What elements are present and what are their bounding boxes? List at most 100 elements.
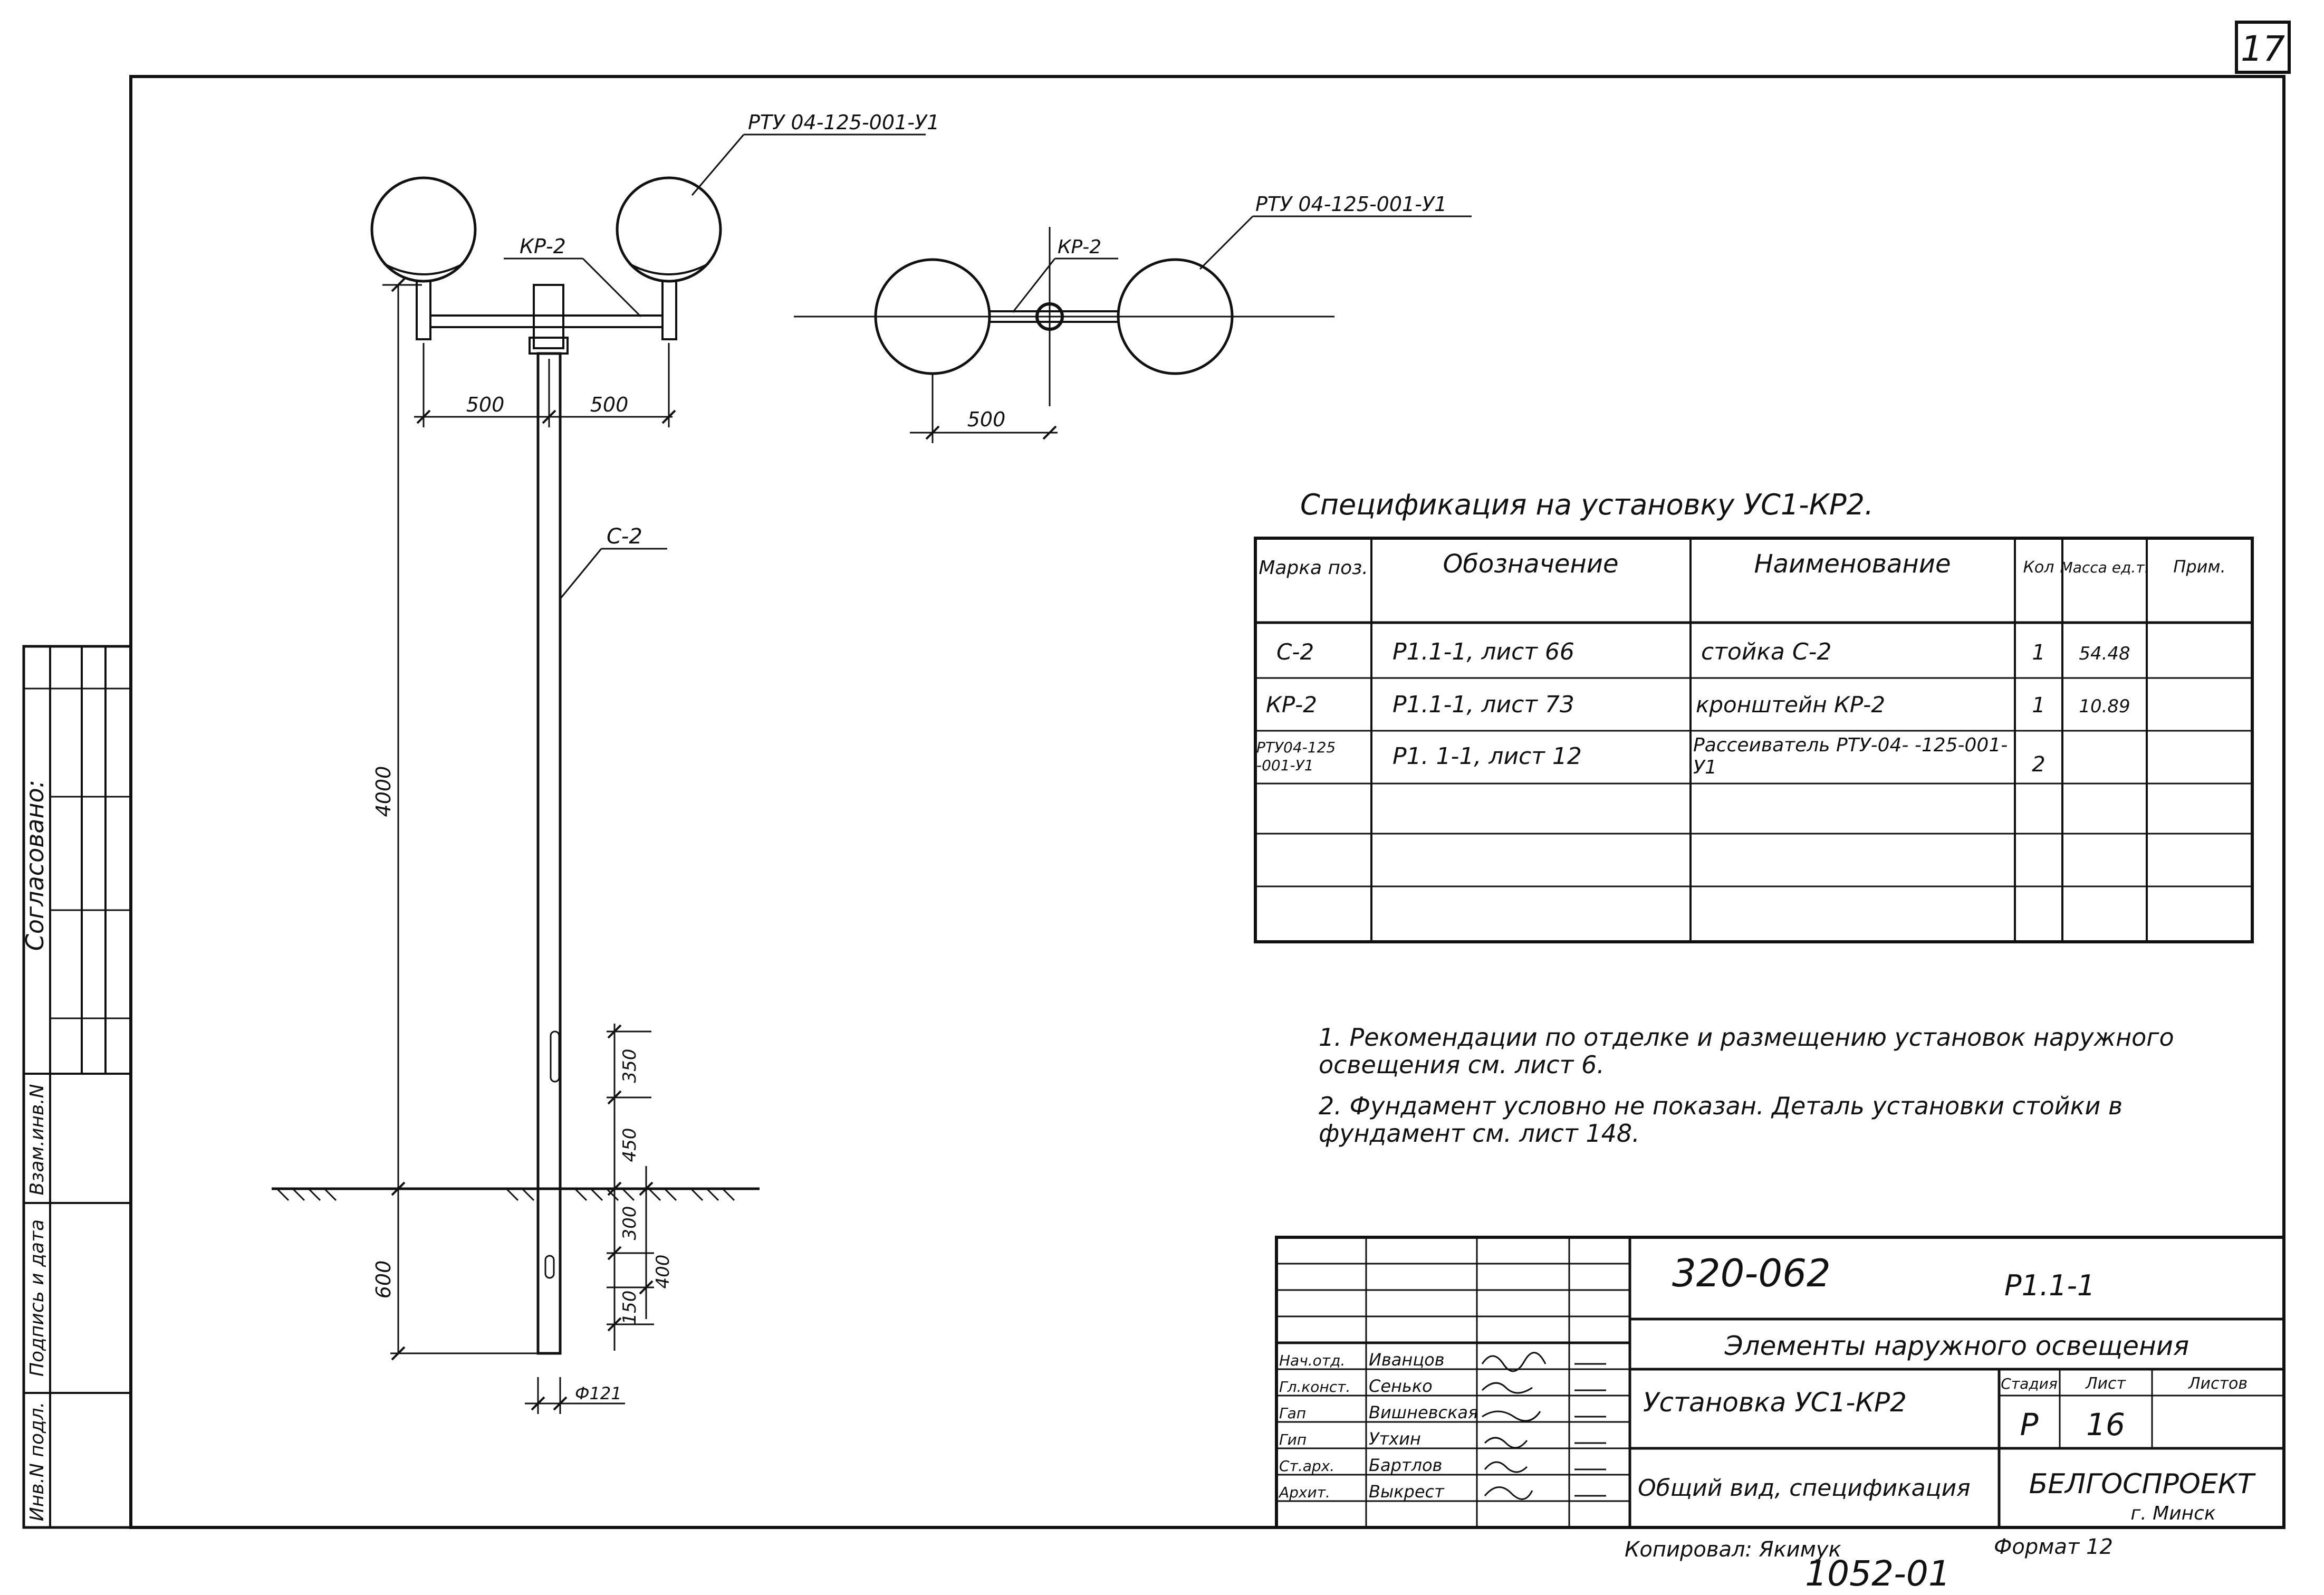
sheet-name: Установка УС1-КР2 — [1643, 1387, 1907, 1418]
spec-header-name: Наименование — [1754, 549, 1951, 579]
bracket-hub — [533, 284, 564, 349]
footer: Копировал: Якимук Формат 12 1052-01 — [1625, 1535, 2113, 1594]
doc-code: 320-062 — [1672, 1251, 1831, 1295]
spec-header-qty: Кол — [2023, 558, 2054, 577]
staff-role: Нач.отд. — [1279, 1352, 1345, 1369]
staff-row: Ст.арх. Бартлов — [1279, 1455, 1442, 1475]
staff-role: Гип — [1279, 1431, 1307, 1448]
spec-cell: РТУ04-125 -001-У1 — [1256, 739, 1336, 774]
stage-header: Стадия — [2001, 1375, 2057, 1392]
spec-cell: 1 — [2032, 641, 2045, 665]
inventory-number: 1052-01 — [1805, 1553, 1951, 1594]
spec-header-mark: Марка поз. — [1259, 557, 1368, 579]
list-header: Лист — [2085, 1374, 2127, 1393]
vzam-label: Взам.инв.N — [26, 1084, 48, 1195]
note-2: 2. Фундамент условно не показан. Деталь … — [1319, 1092, 2123, 1148]
right-socket — [661, 280, 677, 340]
table-row: РТУ04-125 -001-У1 Р1. 1-1, лист 12 Рассе… — [1256, 734, 2045, 778]
staff-role: Гап — [1279, 1405, 1306, 1422]
dim-150: 150 — [619, 1291, 640, 1325]
copied-by: Копировал: Якимук — [1625, 1537, 1841, 1562]
note-1: 1. Рекомендации по отделке и размещению … — [1319, 1024, 2174, 1079]
spec-cell: С-2 — [1276, 639, 1314, 665]
pole-hole — [544, 1255, 555, 1279]
spec-header-designation: Обозначение — [1443, 549, 1618, 579]
dim-350: 350 — [619, 1049, 640, 1083]
plan-view: КР-2 РТУ 04-125-001-У1 500 — [794, 193, 1472, 443]
table-row: КР-2 Р1.1-1, лист 73 кронштейн КР-2 1 10… — [1266, 691, 2130, 718]
height-dim: 4000 — [372, 766, 395, 817]
plan-bracket-label: КР-2 — [1058, 236, 1101, 258]
specification-table: Спецификация на установку УС1-КР2. Марка… — [1254, 488, 2254, 943]
arm-dim-left: 500 — [466, 393, 505, 416]
signature — [1481, 1352, 1547, 1500]
diameter-label: Ф121 — [575, 1383, 622, 1403]
format-label: Формат 12 — [1994, 1535, 2113, 1559]
drawing-frame — [129, 75, 2285, 1529]
staff-role: Архит. — [1278, 1484, 1330, 1501]
org-city: г. Минск — [2130, 1503, 2216, 1524]
diffuser-label-top: РТУ 04-125-001-У1 — [748, 111, 939, 134]
inv-label: Инв.N подл. — [26, 1402, 48, 1521]
staff-role: Ст.арх. — [1279, 1457, 1334, 1475]
staff-row: Нач.отд. Иванцов — [1279, 1350, 1445, 1370]
view-name: Общий вид, спецификация — [1638, 1475, 1971, 1502]
sheet-number: 17 — [2241, 28, 2285, 69]
notes: 1. Рекомендации по отделке и размещению … — [1319, 1024, 2174, 1148]
agreed-label: Согласовано: — [21, 780, 49, 951]
spec-cell: 10.89 — [2079, 696, 2130, 717]
plan-pole — [1035, 302, 1064, 331]
staff-row: Гл.конст. Сенько — [1279, 1376, 1433, 1396]
bracket-arm — [429, 314, 664, 328]
staff-name: Иванцов — [1369, 1350, 1445, 1370]
staff-name: Утхин — [1369, 1429, 1421, 1449]
staff-name: Вишневская — [1369, 1402, 1478, 1422]
spec-cell: кронштейн КР-2 — [1696, 692, 1885, 718]
staff-name: Сенько — [1369, 1376, 1433, 1396]
plan-diffuser-label: РТУ 04-125-001-У1 — [1255, 193, 1447, 216]
dim-300: 300 — [619, 1206, 640, 1240]
staff-row: Архит. Выкрест — [1278, 1482, 1445, 1502]
bracket-label-front: КР-2 — [520, 235, 566, 258]
arm-dim-right: 500 — [590, 393, 629, 416]
org-name: БЕЛГОСПРОЕКТ — [2029, 1468, 2256, 1500]
pole-hatch — [550, 1030, 560, 1083]
front-view: РТУ 04-125-001-У1 КР-2 С-2 500 500 4000 … — [272, 111, 939, 1414]
title-block: Нач.отд. Иванцов Гл.конст. Сенько Гап Ви… — [1275, 1236, 2285, 1529]
staff-row: Гип Утхин — [1279, 1429, 1421, 1449]
spec-cell: Р1.1-1, лист 73 — [1393, 691, 1574, 718]
lists-header: Листов — [2188, 1374, 2248, 1393]
dim-400: 400 — [652, 1255, 674, 1289]
pole — [536, 352, 562, 1355]
staff-name: Выкрест — [1369, 1482, 1445, 1502]
embed-dim: 600 — [372, 1260, 395, 1299]
spec-cell: 1 — [2032, 693, 2045, 718]
spec-title: Спецификация на установку УС1-КР2. — [1300, 488, 1874, 521]
spec-cell: стойка С-2 — [1701, 638, 1831, 665]
spec-header-note: Прим. — [2173, 557, 2225, 577]
doc-series: Р1.1-1 — [2004, 1269, 2095, 1302]
spec-cell: Р1.1-1, лист 66 — [1393, 638, 1574, 665]
staff-name: Бартлов — [1369, 1455, 1442, 1475]
podpis-label: Подпись и дата — [26, 1219, 48, 1377]
spec-cell: 2 — [2032, 752, 2045, 777]
spec-cell: 54.48 — [2079, 643, 2130, 664]
dim-450: 450 — [619, 1128, 640, 1162]
plan-arm — [988, 310, 1119, 323]
spec-header-mass: Масса ед.т. — [2060, 559, 2149, 576]
left-margin-stamp: Согласовано: Взам.инв.N Подпись и дата И… — [21, 645, 132, 1529]
staff-role: Гл.конст. — [1279, 1378, 1350, 1396]
stage-value: Р — [2020, 1407, 2039, 1443]
left-socket — [416, 280, 431, 340]
signature-dates — [1574, 1363, 1606, 1497]
spec-cell: Р1. 1-1, лист 12 — [1393, 743, 1582, 770]
section-title: Элементы наружного освещения — [1724, 1331, 2189, 1361]
spec-cell: КР-2 — [1266, 692, 1317, 718]
list-value: 16 — [2086, 1407, 2125, 1443]
staff-row: Гап Вишневская — [1279, 1402, 1478, 1422]
sheet-number-box — [2235, 21, 2291, 74]
table-row: С-2 Р1.1-1, лист 66 стойка С-2 1 54.48 — [1276, 638, 2130, 665]
spec-cell: Рассеиватель РТУ-04- -125-001-У1 — [1693, 734, 2008, 778]
pole-label: С-2 — [607, 524, 642, 549]
